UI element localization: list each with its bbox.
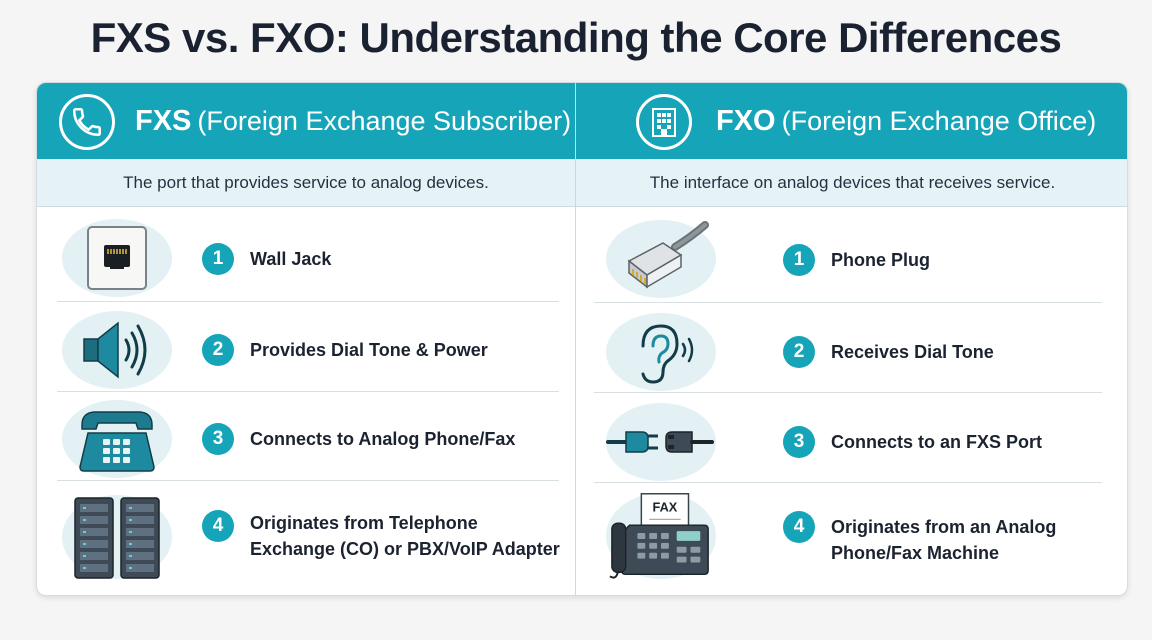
divider: [57, 301, 559, 302]
fxo-description: The interface on analog devices that rec…: [576, 159, 1127, 207]
fxs-item-1-number: 1: [202, 243, 234, 275]
fxo-item-3-number: 3: [783, 426, 815, 458]
fxs-item-4-label-line1: Originates from Telephone: [250, 513, 478, 533]
fxs-item-4-label-line2: Exchange (CO) or PBX/VoIP Adapter: [250, 539, 560, 559]
fxo-item-4-label-line1: Originates from an Analog: [831, 517, 1057, 537]
server-rack-icon: [62, 495, 172, 579]
wall-jack-icon: [62, 219, 172, 297]
ear-icon: [606, 313, 716, 391]
divider: [594, 482, 1102, 483]
fxs-item-1-label: Wall Jack: [250, 249, 332, 269]
page-title: FXS vs. FXO: Understanding the Core Diff…: [90, 14, 1062, 61]
phone-handset-icon: [59, 94, 115, 150]
fxs-item-2-number: 2: [202, 334, 234, 366]
fxs-item-3-label: Connects to Analog Phone/Fax: [250, 429, 516, 449]
plug-connector-icon: [606, 403, 716, 481]
fxs-item-2-label: Provides Dial Tone & Power: [250, 340, 488, 360]
fxs-item-4-number: 4: [202, 510, 234, 542]
fxo-item-2-number: 2: [783, 336, 815, 368]
fxo-item-3-label: Connects to an FXS Port: [831, 432, 1043, 452]
fxo-full-name: (Foreign Exchange Office): [781, 106, 1097, 136]
speaker-icon: [62, 311, 172, 389]
column-divider: [575, 83, 576, 595]
fxs-header: FXS(Foreign Exchange Subscriber): [37, 83, 575, 159]
fxo-item-4-number: 4: [783, 511, 815, 543]
rj11-plug-icon: [606, 220, 716, 298]
fxs-abbr: FXS: [135, 105, 192, 137]
fxs-description: The port that provides service to analog…: [37, 159, 575, 207]
office-building-icon: [636, 94, 692, 150]
fax-machine-icon: FAX: [606, 493, 716, 579]
fxs-column: FXS(Foreign Exchange Subscriber) The por…: [37, 83, 575, 595]
divider: [594, 392, 1102, 393]
fax-paper-text: FAX: [653, 499, 678, 514]
desk-phone-icon: [62, 400, 172, 478]
fxo-item-1-number: 1: [783, 244, 815, 276]
divider: [594, 302, 1102, 303]
fxo-header: FXO(Foreign Exchange Office): [576, 83, 1127, 159]
fxo-abbr: FXO: [716, 105, 776, 137]
comparison-card: FXS(Foreign Exchange Subscriber) The por…: [36, 82, 1128, 596]
fxo-title: FXO(Foreign Exchange Office): [716, 105, 1096, 138]
fxs-full-name: (Foreign Exchange Subscriber): [197, 106, 572, 136]
divider: [57, 480, 559, 481]
fxo-column: FXO(Foreign Exchange Office) The interfa…: [576, 83, 1127, 595]
fxs-title: FXS(Foreign Exchange Subscriber): [135, 105, 571, 138]
fxo-item-1-label: Phone Plug: [831, 250, 930, 270]
fxo-item-2-label: Receives Dial Tone: [831, 342, 994, 362]
fxo-item-4-label-line2: Phone/Fax Machine: [831, 543, 1000, 563]
divider: [57, 391, 559, 392]
fxs-item-3-number: 3: [202, 423, 234, 455]
fxs-item-4-label: Originates from Telephone Exchange (CO) …: [250, 510, 560, 562]
fxo-item-4-label: Originates from an Analog Phone/Fax Mach…: [831, 514, 1121, 566]
